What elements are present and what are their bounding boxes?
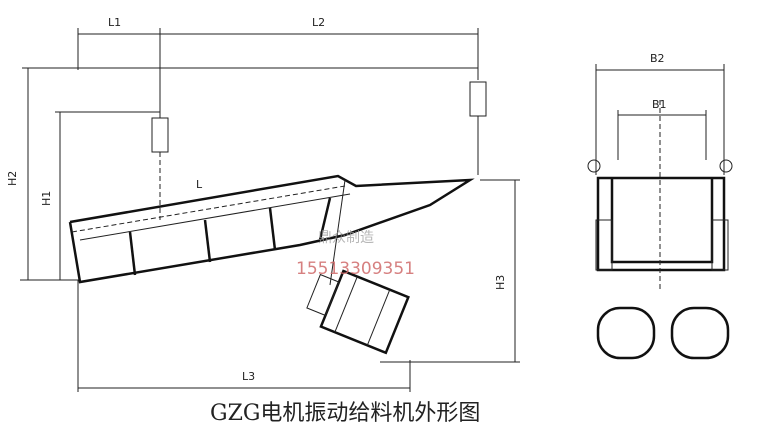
- label-l1: L1: [108, 16, 121, 29]
- suspension-left: [151, 68, 169, 220]
- watermark-company: 鼎众制造: [318, 230, 374, 246]
- label-h3: H3: [494, 275, 507, 290]
- label-b2: B2: [650, 52, 665, 65]
- label-h1: H1: [40, 191, 53, 206]
- label-h2: H2: [6, 171, 19, 186]
- suspension-right: [469, 81, 487, 175]
- watermark-phone: 15513309351: [296, 259, 415, 279]
- dimension-lines: [20, 28, 725, 392]
- label-l3: L3: [242, 370, 255, 383]
- feeder-trough: [68, 174, 475, 286]
- label-l2: L2: [312, 16, 325, 29]
- label-b1: B1: [652, 98, 667, 111]
- label-l: L: [196, 178, 203, 191]
- caption: GZG电机振动给料机外形图: [210, 401, 480, 426]
- vibration-motor: [306, 269, 410, 355]
- end-view: [587, 100, 733, 360]
